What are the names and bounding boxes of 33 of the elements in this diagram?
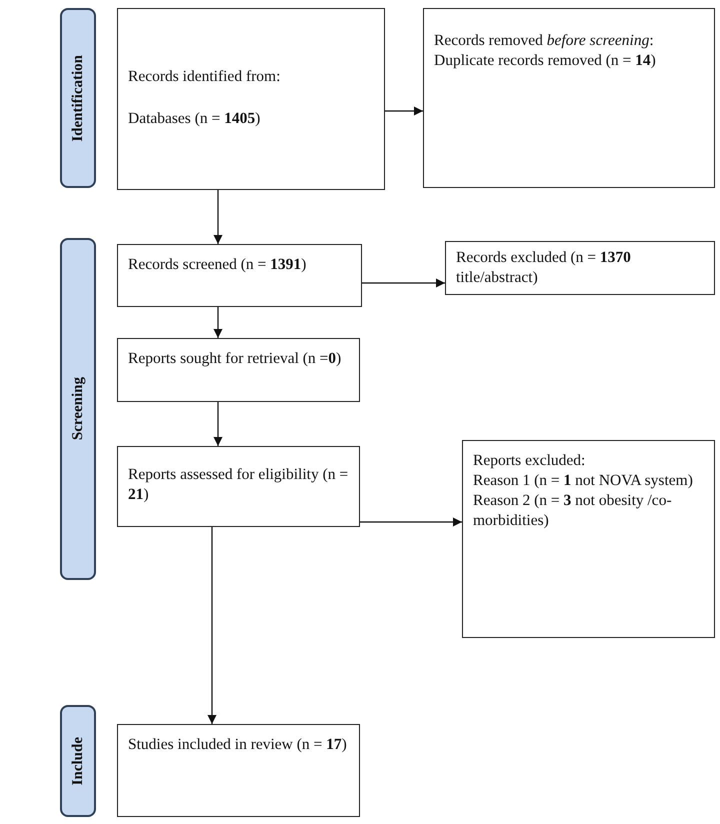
stage-label: Screening xyxy=(70,377,86,441)
process-box xyxy=(117,338,360,402)
stage-band xyxy=(60,705,96,817)
process-box xyxy=(117,724,360,817)
arrow xyxy=(360,518,462,526)
arrow xyxy=(208,527,216,724)
stage-label: Identification xyxy=(70,54,86,142)
arrow xyxy=(385,106,423,116)
box-text: Reason 1 (n = 1 not NOVA system) xyxy=(473,471,694,492)
stage-band xyxy=(60,8,96,188)
stage-label: Include xyxy=(70,736,86,786)
box-text: Duplicate records removed (n = 14) xyxy=(434,51,657,72)
box-text: Databases (n = 1405) xyxy=(128,109,262,130)
box-text: Records excluded (n = 1370 title/abstract) xyxy=(456,248,632,288)
process-box xyxy=(117,446,360,527)
arrow xyxy=(214,307,222,338)
box-text: Records identified from: xyxy=(128,67,282,87)
process-box xyxy=(423,8,715,188)
process-box xyxy=(117,8,385,190)
box-text: Records screened (n = 1391) xyxy=(128,255,308,275)
arrow xyxy=(214,402,222,446)
box-text: Reports sought for retrieval (n =0) xyxy=(128,349,342,369)
box-text: Records removed before screening: xyxy=(434,31,655,51)
arrow xyxy=(362,278,445,288)
box-text: Reason 2 (n = 3 not obesity /co-morbidities) xyxy=(473,491,673,532)
process-box xyxy=(117,244,362,307)
box-text: Reports assessed for eligibility (n = 21) xyxy=(128,465,349,506)
process-box xyxy=(445,241,715,295)
process-box xyxy=(462,440,715,638)
arrow xyxy=(214,190,222,244)
stage-band xyxy=(60,238,96,580)
box-text: Studies included in review (n = 17) xyxy=(128,735,348,755)
box-text: Reports excluded: xyxy=(473,451,586,471)
